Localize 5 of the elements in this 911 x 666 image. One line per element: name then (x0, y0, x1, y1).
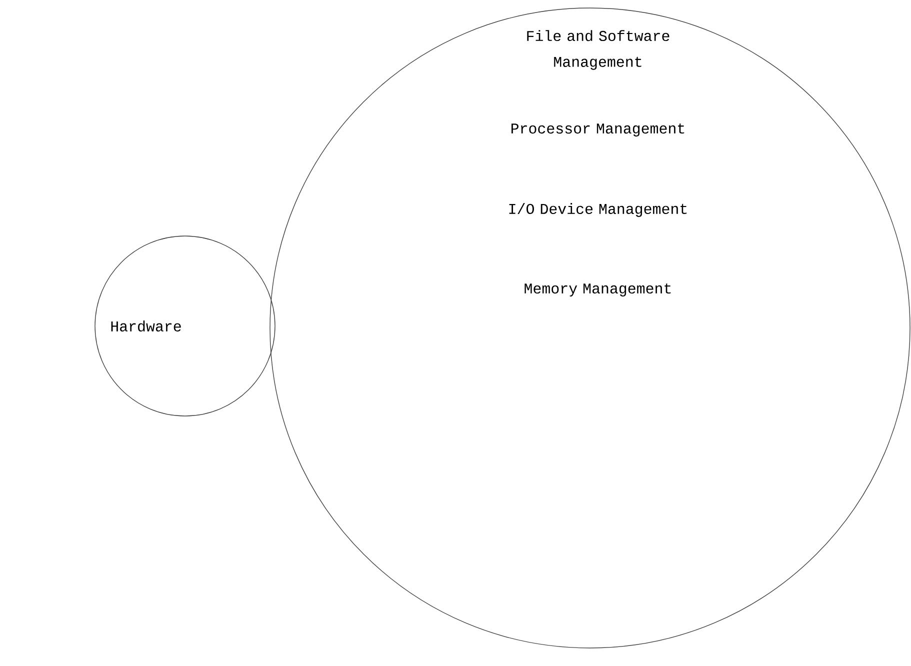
circle-label: Memory Management (524, 283, 671, 297)
circle-label: I/O Device Management (509, 203, 687, 217)
circle-label: File and Software Management (527, 30, 670, 70)
circle-label: Hardware (111, 320, 181, 332)
circle-label: Processor Management (512, 123, 684, 137)
